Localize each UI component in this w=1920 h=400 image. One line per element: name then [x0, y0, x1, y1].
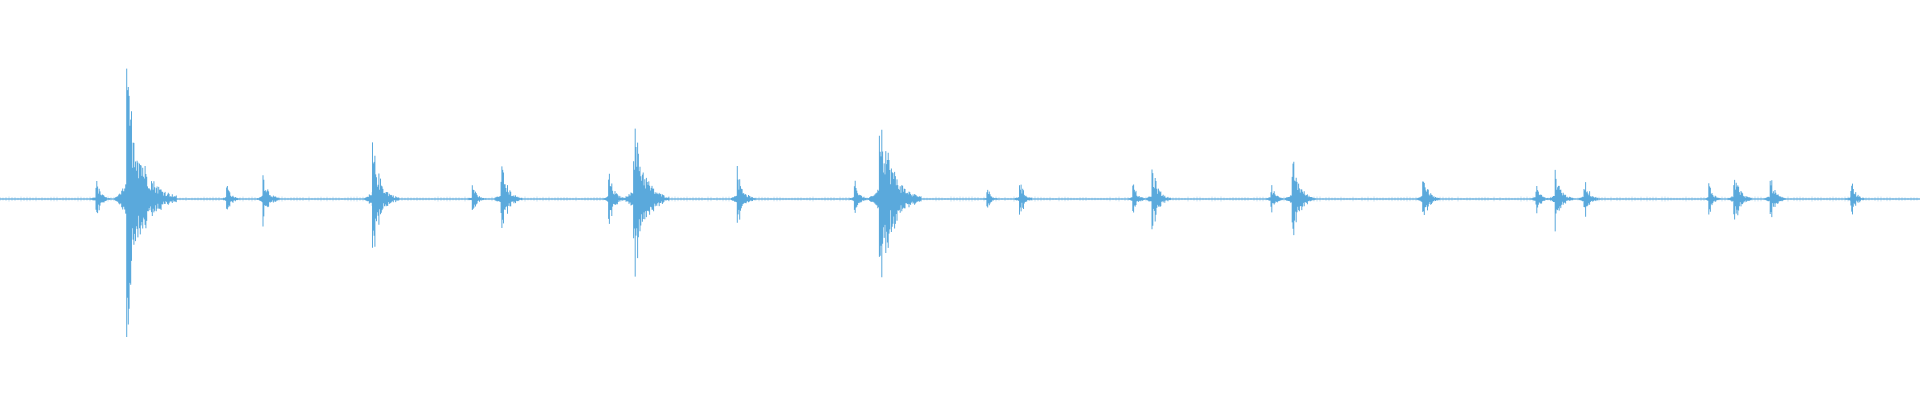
- waveform-event-3: [255, 175, 281, 227]
- waveform-event-8: [623, 128, 670, 277]
- waveform-event-5: [465, 185, 487, 210]
- waveform-event-1: [114, 68, 177, 337]
- waveform-event-22: [1702, 183, 1723, 215]
- waveform-event-15: [1144, 169, 1172, 230]
- waveform-events: [0, 68, 1918, 337]
- waveform-event-19: [1529, 186, 1551, 214]
- waveform-event-7: [601, 173, 626, 224]
- waveform-event-25: [1844, 183, 1866, 215]
- waveform-event-12: [980, 189, 1000, 208]
- waveform-event-0: [89, 181, 111, 214]
- waveform-event-14: [1126, 184, 1147, 213]
- waveform-event-20: [1547, 169, 1575, 232]
- waveform-event-16: [1264, 185, 1286, 213]
- waveform-event-11: [868, 129, 922, 278]
- waveform-event-23: [1726, 179, 1753, 220]
- waveform-event-21: [1577, 182, 1601, 217]
- waveform-event-4: [363, 142, 400, 248]
- waveform-event-18: [1415, 181, 1440, 215]
- waveform-event-9: [730, 166, 757, 223]
- waveform-event-17: [1284, 161, 1316, 236]
- waveform-event-10: [847, 180, 870, 213]
- waveform-event-6: [493, 166, 523, 228]
- waveform-event-2: [220, 186, 241, 210]
- waveform-event-13: [1012, 184, 1035, 215]
- waveform-event-24: [1763, 180, 1787, 218]
